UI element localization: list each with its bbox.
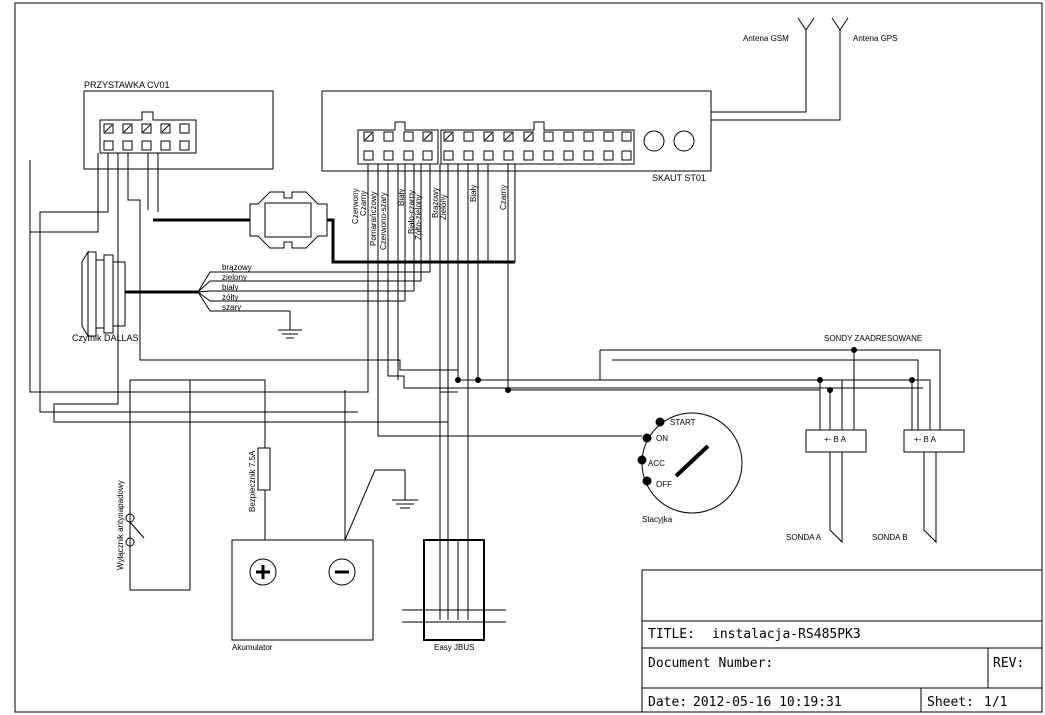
skaut-wire-label: Biały: [397, 189, 406, 206]
sonda-a-pins: +- B A: [824, 435, 847, 444]
skaut-connector-left: [357, 121, 439, 165]
rev-label: REV:: [993, 656, 1024, 671]
cv01-wires: [29, 153, 458, 423]
docnum-label: Document Number:: [648, 656, 773, 671]
antena-gps-label: Antena GPS: [853, 34, 897, 43]
skaut-connector-right: [440, 121, 635, 165]
ignition-on: ON: [656, 434, 668, 443]
wylacznik-label: Wyłącznik antynapadowy: [116, 480, 125, 570]
skaut-label: SKAUT ST01: [652, 173, 706, 183]
easyjbus-box: [423, 539, 485, 641]
title-block-frame: [641, 569, 1043, 713]
antenna-lines: [711, 17, 849, 121]
skaut-box: [321, 90, 712, 172]
antena-gsm-label: Antena GSM: [743, 34, 789, 43]
dallas-wire-label: brązowy: [222, 263, 252, 272]
battery-plus-terminal: [249, 558, 277, 586]
skaut-wire-label: Czerwono-szary: [379, 192, 388, 250]
dallas-wire-label: żółty: [222, 293, 238, 302]
can-cable: [153, 191, 515, 264]
ignition-contacts: [637, 417, 665, 486]
przystawka-box: [83, 90, 274, 170]
sonda-b-pins: +- B A: [914, 435, 937, 444]
skaut-wire-label: Żółto-zielony: [414, 195, 423, 240]
sheet-value: 1/1: [984, 695, 1007, 710]
battery-minus-terminal: [328, 558, 356, 586]
junction-dots: [455, 347, 915, 393]
antenna-socket-gps: [673, 130, 695, 152]
sonda-b-label: SONDA B: [872, 533, 908, 542]
title-label: TITLE:: [648, 627, 695, 642]
dallas-reader: [81, 250, 198, 338]
dallas-wire-label: szary: [222, 303, 241, 312]
sheet-label: Sheet:: [927, 695, 974, 710]
sonda-a-label: SONDA A: [786, 533, 822, 542]
ground-battery: [392, 499, 418, 509]
switch-antynapadowy: [125, 380, 145, 590]
dallas-wire-label: zielony: [222, 273, 247, 282]
fuse: [257, 447, 271, 491]
skaut-wire-label: Pomarańczowy: [369, 191, 378, 246]
title-value: instalacja-RS485PK3: [712, 627, 861, 642]
battery-box: [231, 539, 374, 641]
skaut-wire-label: Czarny: [359, 191, 368, 216]
czytnik-label: Czytnik DALLAS: [72, 333, 139, 343]
ignition-acc: ACC: [648, 459, 665, 468]
sonda-b: [903, 429, 965, 544]
probe-bus: [458, 349, 941, 430]
akumulator-label: Akumulator: [232, 643, 273, 652]
przystawka-label: PRZYSTAWKA CV01: [84, 80, 170, 90]
skaut-wire-label: Czerwony: [351, 188, 360, 224]
dallas-wires: [197, 164, 431, 330]
przystawka-connector: [99, 111, 197, 154]
date-label: Date:: [648, 695, 687, 710]
skaut-wire-label: Czarny: [499, 185, 508, 210]
ignition-start: START: [670, 418, 696, 427]
skaut-wire-label: Biały: [469, 185, 478, 202]
antenna-socket-gsm: [643, 130, 665, 152]
skaut-wire-label: Zielony: [439, 194, 448, 220]
sonda-a: [805, 429, 867, 544]
stacyjka-label: Stacyjka: [642, 515, 673, 524]
easyjbus-label: Easy JBUS: [434, 643, 474, 652]
date-value: 2012-05-16 10:19:31: [693, 695, 842, 710]
ground-dallas: [278, 329, 302, 339]
skaut-wire-label: Brązowy: [431, 187, 440, 218]
sondy-header-label: SONDY ZAADRESOWANE: [824, 334, 922, 343]
skaut-wire-label: Biało-czarny: [407, 190, 416, 234]
drawing-border: [14, 2, 1043, 713]
skaut-wires: [29, 160, 923, 540]
dallas-wire-label: biały: [222, 283, 238, 292]
bezpiecznik-label: Bezpiecznik 7.5A: [248, 450, 257, 512]
ignition-off: OFF: [656, 480, 672, 489]
